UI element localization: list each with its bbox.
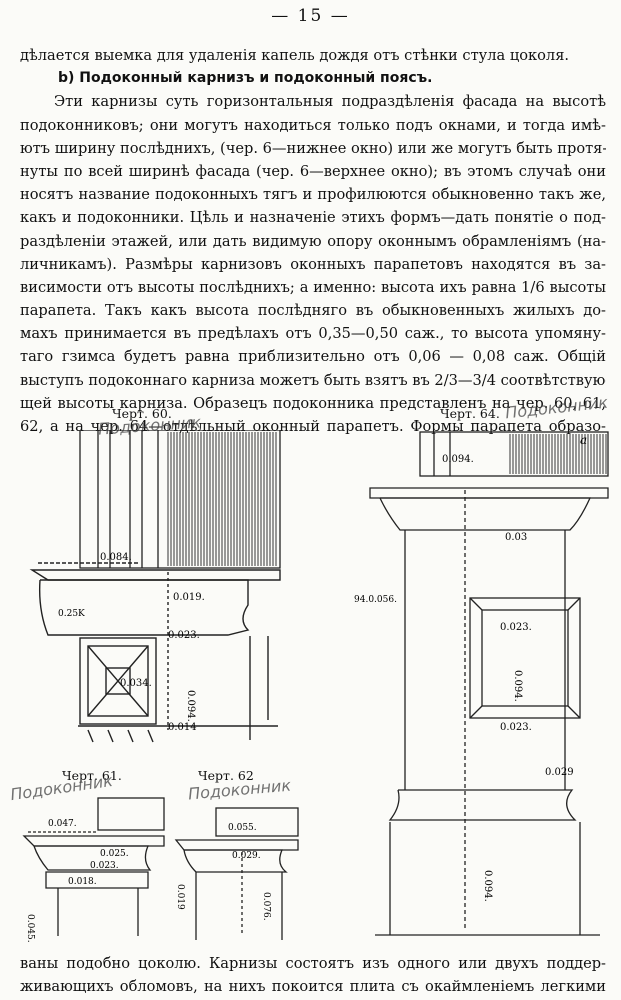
dimension-label: 0.047. (48, 819, 77, 829)
figure-64-drawing: 0.094. 0.03 94.0.056. 0.023. 0.094. 0.02… (354, 431, 609, 936)
dimension-label: 0.023. (500, 722, 532, 733)
figure-60-drawing: 0.084. 0.019. 0.25K 0.023. 0.034. 0.094.… (29, 430, 281, 743)
figure-60-caption: Черт. 60. (112, 406, 172, 421)
dimension-label: 0.084. (100, 552, 132, 563)
text-line: раздѣленіи этажей, или дать видимую опор… (20, 232, 606, 250)
figure-61-caption: Черт. 61. (62, 768, 122, 783)
paragraph: Эти карнизы суть горизонтальныя подраздѣ… (20, 90, 606, 438)
text-line: ютъ ширину послѣднихъ, (чер. 6—нижнее ок… (20, 139, 606, 157)
dimension-label: 0.029 (545, 767, 574, 778)
body-text: дѣлается выемка для удаленія капель дожд… (20, 44, 606, 438)
dimension-label: 0.023. (168, 630, 200, 641)
dimension-label: 0.023. (90, 861, 119, 871)
dimension-label: 0.025. (100, 849, 129, 859)
dimension-label: 0.045. (25, 914, 35, 943)
dimension-label: 0.023. (500, 622, 532, 633)
figure-62-caption: Черт. 62 (198, 768, 254, 783)
text-line: какъ и подоконники. Цѣль и назначеніе эт… (20, 209, 606, 227)
page-number: — 15 — (271, 6, 350, 26)
text-line: щей высоты карниза. Образецъ подоконника… (20, 394, 606, 412)
dimension-label: 0.014 (168, 722, 197, 733)
figure-61-drawing: 0.047. 0.025. 0.023. 0.018. 0.045. (22, 797, 165, 943)
text-line: таго гзимса будетъ равна приблизительно … (20, 348, 606, 366)
text-line: ваны подобно цоколю. Карнизы состоятъ из… (20, 955, 606, 972)
dimension-label: 0.018. (68, 877, 97, 887)
section-subheading: b) Подоконный карнизъ и подоконный поясъ… (58, 70, 433, 87)
text-line: дѣлается выемка для удаленія капель дожд… (20, 47, 570, 64)
text-line: личникамъ). Размѣры карнизовъ оконныхъ п… (20, 255, 606, 273)
text-line: подоконниковъ; они могутъ находиться тол… (20, 116, 606, 134)
dimension-label: 0.029. (232, 851, 261, 861)
text-line: Эти карнизы суть горизонтальныя подраздѣ… (54, 93, 606, 111)
text-line: махъ принимается въ предѣлахъ отъ 0,35—0… (20, 325, 606, 343)
figure-letter: a (580, 433, 587, 447)
dimension-label: 0.25K (58, 609, 85, 619)
dimension-label: 0.094. (185, 690, 196, 722)
dimension-label: 0.094. (482, 870, 493, 902)
text-line: парапета. Такъ какъ высота послѣдняго въ… (20, 302, 606, 320)
dimension-label: 0.076. (261, 892, 271, 921)
text-line: нуты по всей ширинѣ фасада (чер. 6—верхн… (20, 162, 606, 180)
text-line: носятъ название подоконныхъ тягъ и профи… (20, 186, 606, 204)
text-line: выступъ подоконнаго карниза можетъ быть … (20, 371, 606, 389)
figure-62-drawing: 0.055. 0.029. 0.019 0.076. (174, 807, 299, 940)
dimension-label: 0.019. (173, 592, 205, 603)
dimension-label: 0.034. (120, 678, 152, 689)
dimension-label: 94.0.056. (354, 595, 397, 605)
dimension-label: 0.055. (228, 823, 257, 833)
figure-64-caption: Черт. 64. (440, 406, 500, 421)
text-line: 62, а на чер. 64—отдѣльный оконный парап… (20, 418, 606, 435)
text-line: живающихъ обломовъ, на нихъ покоится пли… (20, 978, 606, 996)
bottom-text: ваны подобно цоколю. Карнизы состоятъ из… (20, 952, 606, 998)
dimension-label: 0.094. (442, 454, 474, 465)
dimension-label: 0.094. (512, 670, 523, 702)
text-line: висимости отъ высоты послѣднихъ; а именн… (20, 278, 606, 296)
dimension-label: 0.019 (175, 884, 185, 910)
dimension-label: 0.03 (505, 532, 527, 543)
